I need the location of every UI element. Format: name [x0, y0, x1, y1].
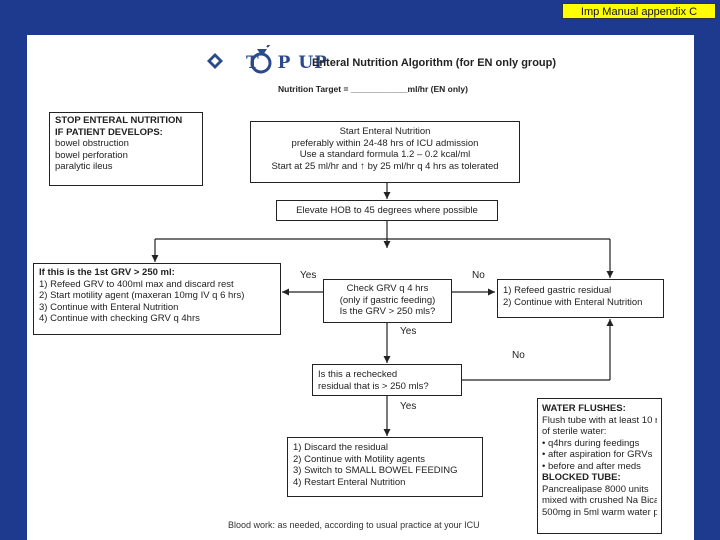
blood-work-note: Blood work: as needed, according to usua… — [228, 520, 480, 530]
check-line-1: Check GRV q 4 hrs — [346, 283, 429, 294]
yes-label-1: Yes — [300, 270, 317, 281]
recheck-box: Is this a rechecked residual that is > 2… — [312, 364, 462, 396]
water-line-10: 500mg in 5ml warm water prn — [542, 506, 657, 518]
check-grv-box: Check GRV q 4 hrs (only if gastric feedi… — [323, 279, 452, 323]
stop-line-5: paralytic ileus — [55, 161, 113, 172]
stop-line-2: IF PATIENT DEVELOPS: — [55, 126, 163, 138]
water-line-6: • before and after meds — [542, 460, 641, 472]
refeed-line-1: 1) Refeed gastric residual — [503, 285, 612, 296]
first-grv-line-3: 2) Start motility agent (maxeran 10mg IV… — [39, 290, 245, 301]
recheck-line-1: Is this a rechecked — [318, 369, 398, 380]
first-grv-line-4: 3) Continue with Enteral Nutrition — [39, 301, 179, 313]
stop-nutrition-box: STOP ENTERAL NUTRITION IF PATIENT DEVELO… — [49, 112, 203, 186]
first-grv-line-2: 1) Refeed GRV to 400ml max and discard r… — [39, 278, 234, 290]
water-line-9: mixed with crushed Na Bicarb — [542, 495, 657, 506]
first-grv-line-5: 4) Continue with checking GRV q 4hrs — [39, 313, 200, 324]
check-line-3: Is the GRV > 250 mls? — [339, 306, 436, 317]
algorithm-title: Enteral Nutrition Algorithm (for EN only… — [312, 57, 557, 69]
water-flush-box: WATER FLUSHES: Flush tube with at least … — [537, 398, 662, 534]
nutrition-target: Nutrition Target = ____________ml/hr (EN… — [278, 84, 468, 94]
recheck-line-2: residual that is > 250 mls? — [318, 380, 429, 392]
topup-logo-icon — [207, 45, 272, 74]
water-line-8: Pancrealipase 8000 units — [542, 483, 649, 495]
discard-line-3: 3) Switch to SMALL BOWEL FEEDING — [293, 465, 458, 476]
stop-line-3: bowel obstruction — [55, 138, 129, 149]
water-line-1: WATER FLUSHES: — [542, 403, 626, 414]
first-grv-box: If this is the 1st GRV > 250 ml: 1) Refe… — [33, 263, 281, 335]
start-line-2: preferably within 24-48 hrs of ICU admis… — [291, 137, 479, 149]
elevate-hob-box: Elevate HOB to 45 degrees where possible — [276, 200, 498, 221]
water-line-7: BLOCKED TUBE: — [542, 472, 621, 483]
appendix-tag: Imp Manual appendix C — [562, 3, 716, 19]
elevate-text: Elevate HOB to 45 degrees where possible — [296, 205, 478, 216]
discard-line-4: 4) Restart Enteral Nutrition — [293, 476, 406, 488]
refeed-line-2: 2) Continue with Enteral Nutrition — [503, 296, 643, 308]
discard-box: 1) Discard the residual 2) Continue with… — [287, 437, 483, 497]
refeed-box: 1) Refeed gastric residual 2) Continue w… — [497, 279, 664, 318]
no-label-1: No — [472, 270, 485, 281]
water-line-5: • after aspiration for GRVs — [542, 449, 653, 460]
discard-line-1: 1) Discard the residual — [293, 442, 389, 453]
first-grv-line-1: If this is the 1st GRV > 250 ml: — [39, 267, 175, 278]
yes-label-2: Yes — [400, 326, 417, 337]
start-line-3: Use a standard formula 1.2 – 0.2 kcal/ml — [299, 149, 471, 160]
no-label-2: No — [512, 350, 525, 361]
water-line-3: of sterile water: — [542, 426, 607, 437]
check-line-2: (only if gastric feeding) — [339, 294, 436, 306]
water-line-4: • q4hrs during feedings — [542, 437, 640, 449]
yes-label-3: Yes — [400, 401, 417, 412]
stop-line-1: STOP ENTERAL NUTRITION — [55, 115, 183, 126]
start-line-1: Start Enteral Nutrition — [339, 126, 431, 137]
stop-line-4: bowel perforation — [55, 149, 128, 161]
start-line-4: Start at 25 ml/hr and ↑ by 25 ml/hr q 4 … — [271, 160, 499, 172]
water-line-2: Flush tube with at least 10 mls — [542, 414, 657, 426]
discard-line-2: 2) Continue with Motility agents — [293, 453, 426, 465]
start-nutrition-box: Start Enteral Nutrition preferably withi… — [250, 121, 520, 183]
